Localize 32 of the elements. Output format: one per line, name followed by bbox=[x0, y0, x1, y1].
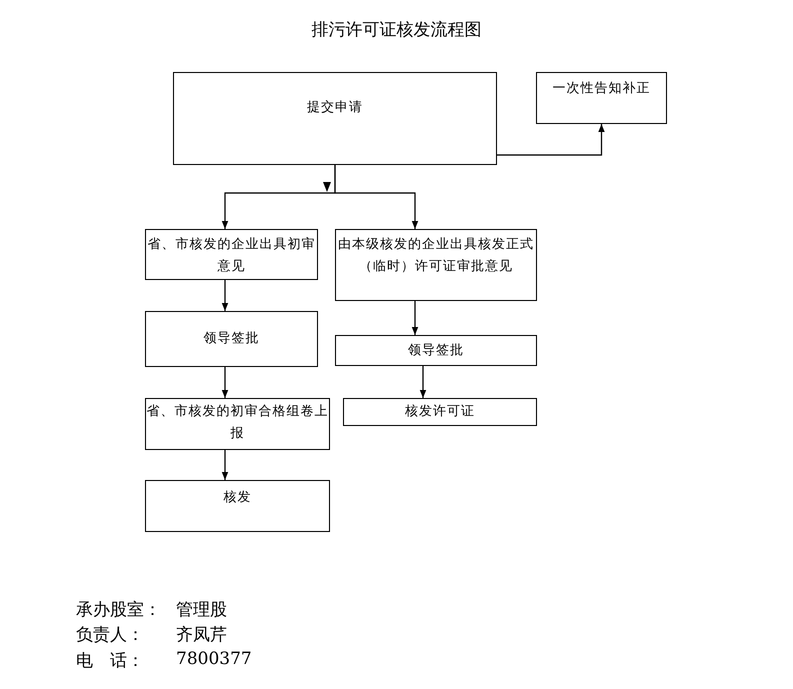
arrow bbox=[222, 280, 228, 311]
contact-text: 管理股 bbox=[176, 599, 227, 621]
arrow bbox=[420, 366, 426, 398]
process-box bbox=[173, 72, 497, 165]
arrow bbox=[412, 301, 418, 335]
box-text: 提交申请 bbox=[307, 99, 363, 117]
box-text: 领导签批 bbox=[408, 342, 464, 360]
box-text: 省、市核发的企业出具初审意见 bbox=[146, 236, 316, 276]
process-box bbox=[145, 311, 318, 367]
contact-text: 7800377 bbox=[176, 649, 252, 669]
box-text: 核发 bbox=[224, 489, 252, 507]
contact-text: 电 话： bbox=[76, 650, 144, 672]
diagram-title: 排污许可证核发流程图 bbox=[310, 19, 482, 41]
arrow bbox=[222, 367, 228, 398]
contact-text: 齐凤芹 bbox=[176, 624, 227, 646]
box-text: 领导签批 bbox=[204, 330, 260, 348]
process-box bbox=[343, 398, 537, 426]
box-text: 核发许可证 bbox=[405, 403, 475, 421]
process-box bbox=[145, 398, 330, 450]
box-text: 由本级核发的企业出具核发正式（临时）许可证审批意见 bbox=[337, 236, 535, 276]
process-box bbox=[536, 72, 667, 124]
process-box bbox=[335, 335, 537, 366]
process-box bbox=[145, 480, 330, 532]
box-text: 省、市核发的初审合格组卷上报 bbox=[146, 403, 329, 443]
arrow bbox=[222, 450, 228, 480]
process-box bbox=[335, 229, 537, 301]
contact-text: 承办股室： bbox=[76, 599, 161, 621]
process-box bbox=[145, 229, 318, 280]
contact-text: 负责人： bbox=[76, 624, 144, 646]
arrow bbox=[334, 165, 418, 229]
box-text: 一次性告知补正 bbox=[552, 80, 650, 98]
arrow bbox=[497, 124, 605, 156]
